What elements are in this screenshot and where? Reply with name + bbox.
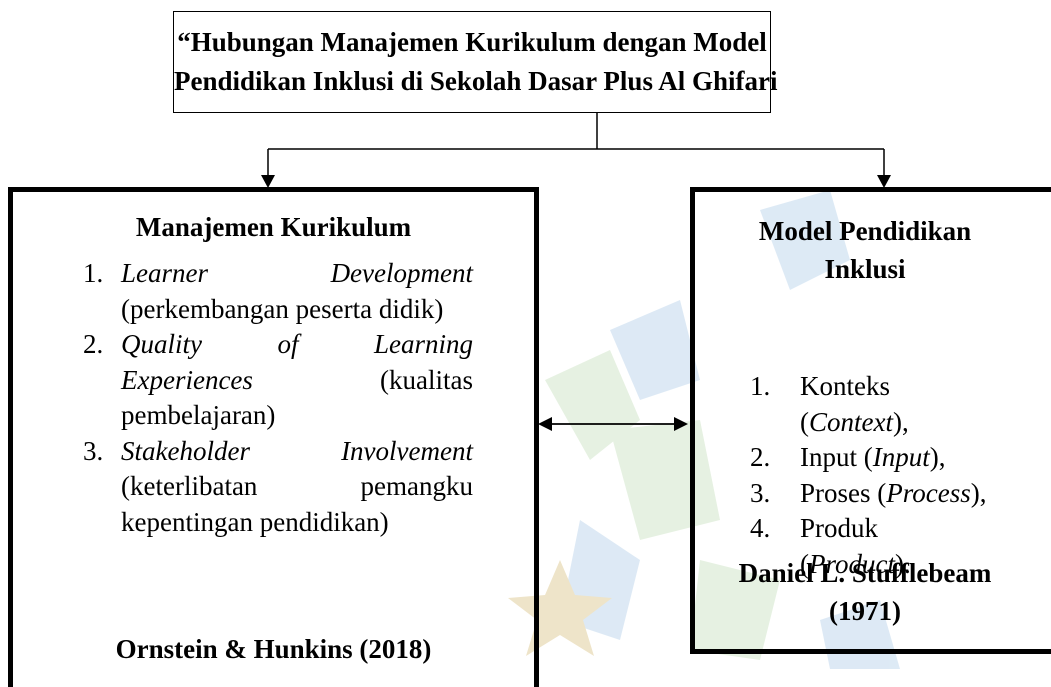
list-term-line: Quality of Learning: [121, 327, 473, 363]
list-label: Produk: [800, 513, 879, 543]
cipp-model-list: 1. Konteks (Context), 2. Input (Input), …: [750, 369, 1051, 582]
title-box: “Hubungan Manajemen Kurikulum dengan Mod…: [173, 11, 778, 113]
list-description: pemangku: [360, 471, 473, 501]
list-term: Experiences: [121, 364, 253, 395]
list-description: (keterlibatan: [121, 471, 258, 501]
list-term: Learner: [121, 258, 208, 288]
list-suffix: ),: [970, 477, 987, 508]
list-item: 2. Quality of Learning Experiences (kual…: [83, 327, 473, 434]
inclusive-education-heading: Model Pendidikan Inklusi: [695, 212, 1035, 288]
list-term: Process: [886, 477, 971, 508]
list-term: Input: [872, 442, 930, 472]
list-term: of: [277, 329, 299, 359]
curriculum-management-source: Ornstein & Hunkins (2018): [115, 634, 432, 664]
list-description-line: (keterlibatan pemangku: [121, 469, 473, 505]
list-term: Product: [809, 548, 895, 579]
connector-lines: [261, 113, 891, 431]
list-label: Proses (: [800, 477, 887, 508]
list-item: 3. Stakeholder Involvement (keterlibatan…: [83, 434, 473, 541]
list-suffix: ).: [894, 548, 911, 579]
relation-arrowhead-left: [538, 417, 552, 431]
list-number: 2.: [83, 329, 104, 359]
list-term-line: Learner Development: [121, 256, 473, 292]
list-label: Konteks: [800, 371, 890, 401]
list-description: (kualitas: [380, 364, 473, 395]
list-item: 4. Produk (Product).: [750, 511, 1051, 582]
list-term: Development: [330, 258, 473, 288]
list-term-line: (Product).: [800, 548, 911, 579]
title-line-2: Pendidikan Inklusi di Sekolah Dasar Plus…: [174, 66, 778, 96]
list-description: (perkembangan peserta didik): [121, 293, 444, 324]
left-drop-arrowhead: [261, 175, 275, 188]
list-term: Stakeholder: [121, 435, 250, 466]
curriculum-management-list: 1. Learner Development (perkembangan pes…: [83, 256, 473, 540]
inclusive-education-source: Daniel L. Stufflebeam (1971): [695, 554, 1035, 630]
list-term-line: Proses (Process),: [800, 476, 1051, 512]
title-line-1: “Hubungan Manajemen Kurikulum dengan Mod…: [177, 27, 767, 57]
curriculum-management-heading: Manajemen Kurikulum: [135, 212, 412, 242]
list-item: 3. Proses (Process),: [750, 476, 1051, 512]
relation-arrowhead-right: [674, 417, 688, 431]
list-term-line: Input (Input),: [800, 440, 1051, 476]
list-term: Context: [809, 406, 893, 437]
list-term-line: (Context),: [800, 406, 909, 437]
list-number: 3.: [83, 435, 104, 466]
list-number: 1.: [83, 258, 104, 288]
list-suffix: ),: [892, 406, 909, 437]
list-description: pembelajaran): [121, 400, 276, 430]
list-item: 1. Learner Development (perkembangan pes…: [83, 256, 473, 327]
list-item: 1. Konteks (Context),: [750, 369, 1051, 440]
list-suffix: ),: [929, 442, 946, 472]
list-item: 2. Input (Input),: [750, 440, 1051, 476]
list-term: Quality: [121, 329, 202, 359]
inclusive-education-model-box: Model Pendidikan Inklusi 1. Konteks (Con…: [690, 187, 1051, 654]
list-term: Learning: [373, 329, 473, 359]
list-term: Involvement: [341, 435, 473, 466]
right-drop-arrowhead: [877, 175, 891, 188]
inclusive-education-source-line: (1971): [829, 596, 901, 626]
inclusive-education-source-line: Daniel L. Stufflebeam: [738, 558, 992, 588]
watermark-blue-tile: [760, 190, 850, 290]
list-term-line: Experiences (kualitas: [121, 363, 473, 399]
inclusive-education-heading-line: Inklusi: [824, 254, 906, 284]
watermark-green-tile: [690, 560, 780, 660]
watermark-blue-tile: [610, 300, 700, 400]
list-number: 1.: [750, 371, 771, 401]
list-number: 2.: [750, 442, 771, 472]
list-number: 4.: [750, 513, 771, 543]
list-term-line: Stakeholder Involvement: [121, 434, 473, 470]
list-description: kepentingan pendidikan): [121, 506, 389, 537]
curriculum-management-box: Manajemen Kurikulum 1. Learner Developme…: [8, 187, 539, 687]
list-number: 3.: [750, 477, 771, 508]
inclusive-education-heading-line: Model Pendidikan: [758, 216, 972, 246]
list-label: Input (: [800, 442, 873, 472]
